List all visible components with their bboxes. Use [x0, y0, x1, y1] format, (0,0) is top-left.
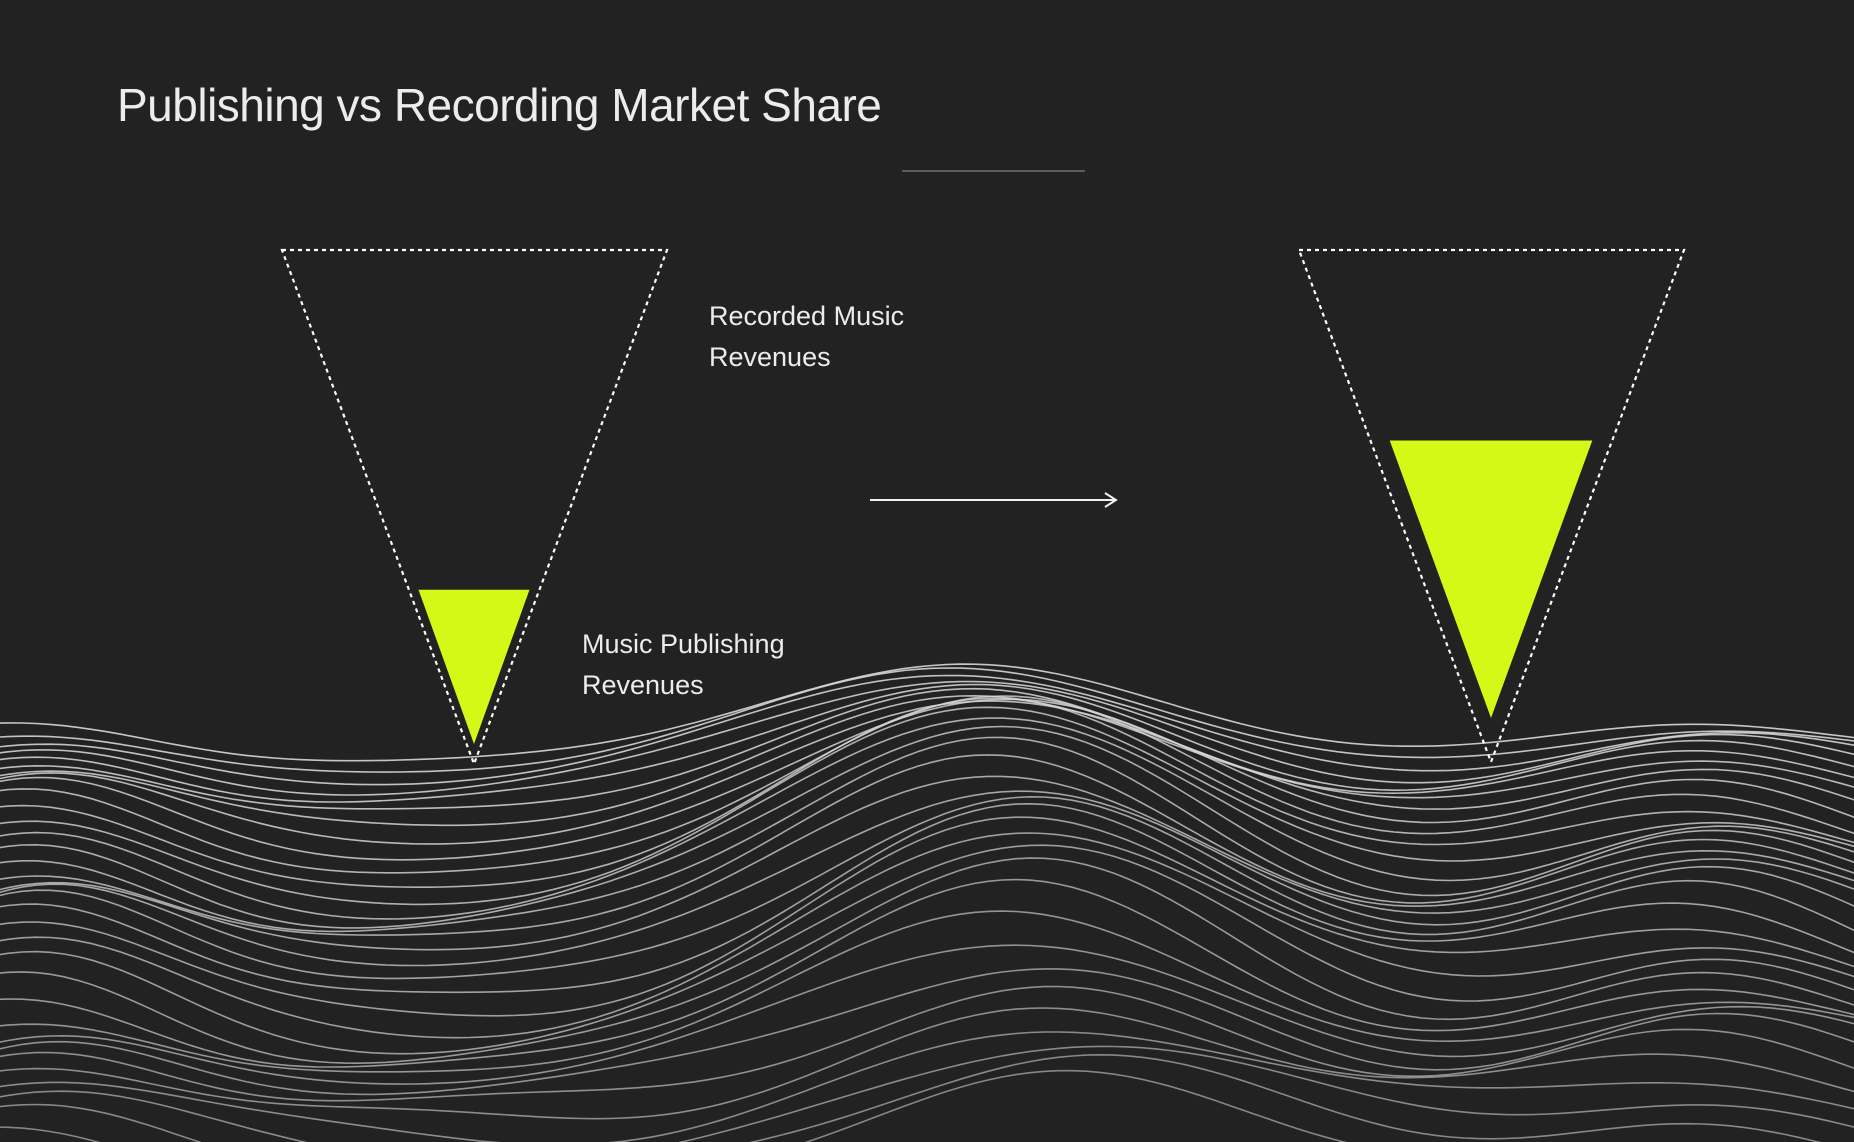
terrain-line: [0, 1046, 1854, 1142]
before-publishing-share-triangle: [418, 590, 529, 744]
after-publishing-share-triangle: [1390, 440, 1593, 718]
terrain-line: [0, 664, 1854, 761]
terrain-line: [0, 701, 1854, 844]
music-publishing-revenues-label: Music Publishing Revenues: [582, 624, 785, 706]
terrain-line: [0, 880, 1854, 1067]
terrain-line: [0, 685, 1854, 803]
terrain-line: [0, 797, 1854, 979]
title-divider: [902, 170, 1085, 172]
recorded-music-label-line-2: Revenues: [709, 337, 904, 378]
page-title: Publishing vs Recording Market Share: [117, 78, 881, 132]
recorded-music-revenues-label: Recorded Music Revenues: [709, 296, 904, 378]
arrow-right-icon: [870, 493, 1116, 507]
recorded-music-label-line-1: Recorded Music: [709, 296, 904, 337]
terrain-line: [0, 804, 1854, 993]
terrain-line: [0, 1071, 1854, 1142]
music-publishing-label-line-2: Revenues: [582, 665, 785, 706]
music-publishing-label-line-1: Music Publishing: [582, 624, 785, 665]
wave-terrain-background: [0, 664, 1854, 1142]
terrain-line: [0, 755, 1854, 935]
